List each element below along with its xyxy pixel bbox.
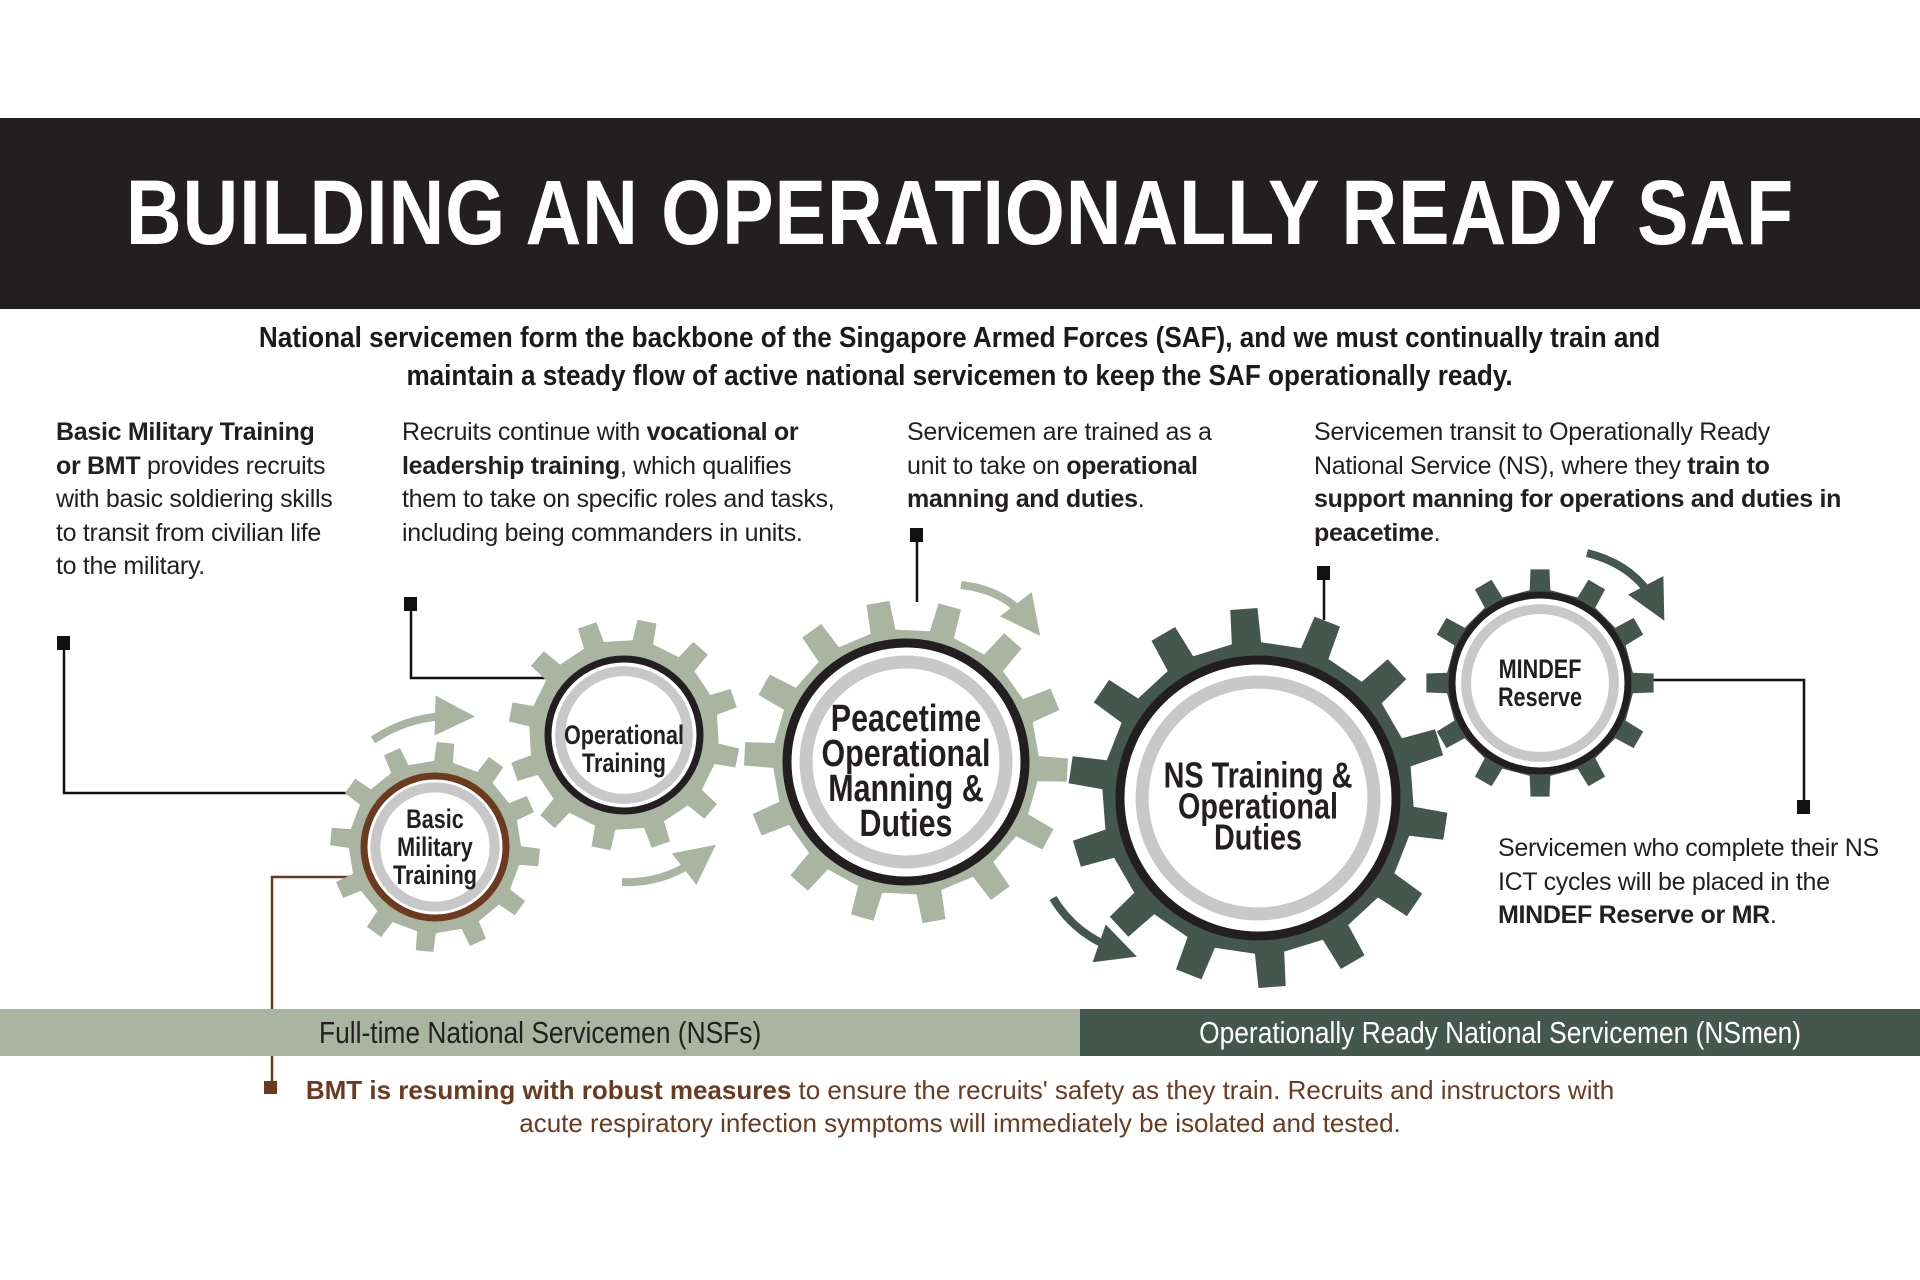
page-title: BUILDING AN OPERATIONALLY READY SAF	[125, 162, 1795, 264]
bmt-connector	[62, 643, 367, 795]
gear-peacetime-icon	[744, 600, 1068, 924]
gear-bmt-icon	[330, 742, 540, 952]
ot-description: Recruits continue with vocational or lea…	[402, 418, 835, 547]
ns-description: Servicemen transit to Operationally Read…	[1314, 418, 1842, 547]
nsmen-bar: Operationally Ready National Servicemen …	[1080, 1009, 1920, 1056]
gear-mr-icon	[1426, 569, 1654, 797]
rotation-arrow-icon	[621, 844, 716, 887]
nsf-bar: Full-time National Servicemen (NSFs)	[0, 1009, 1080, 1056]
peacetime-description: Servicemen are trained as a unit to take…	[907, 418, 1212, 514]
subtitle-line-2: maintain a steady flow of active nationa…	[406, 360, 1514, 392]
connector-square	[404, 597, 417, 611]
mr-connector	[1641, 678, 1806, 807]
rotation-arrow-icon	[960, 581, 1041, 636]
bmt-description: Basic Military Training or BMT provides …	[56, 418, 333, 581]
connector-square	[57, 636, 70, 650]
rotation-arrow-icon	[370, 695, 475, 744]
gear-ns-icon	[1068, 608, 1448, 988]
gear-ot-icon	[508, 619, 740, 851]
rotation-arrow-icon	[1585, 549, 1665, 621]
bmt-note: BMT is resuming with robust measures to …	[305, 1075, 1615, 1138]
title-banner: BUILDING AN OPERATIONALLY READY SAF	[0, 118, 1920, 309]
connector-square	[1317, 566, 1330, 580]
ot-connector	[409, 604, 545, 680]
rotation-arrow-icon	[1049, 895, 1137, 963]
connector-square	[1797, 800, 1810, 814]
mr-description: Servicemen who complete their NS ICT cyc…	[1498, 834, 1879, 930]
subtitle-line-1: National servicemen form the backbone of…	[259, 322, 1661, 354]
note-square	[264, 1081, 277, 1094]
connector-square	[910, 528, 923, 542]
